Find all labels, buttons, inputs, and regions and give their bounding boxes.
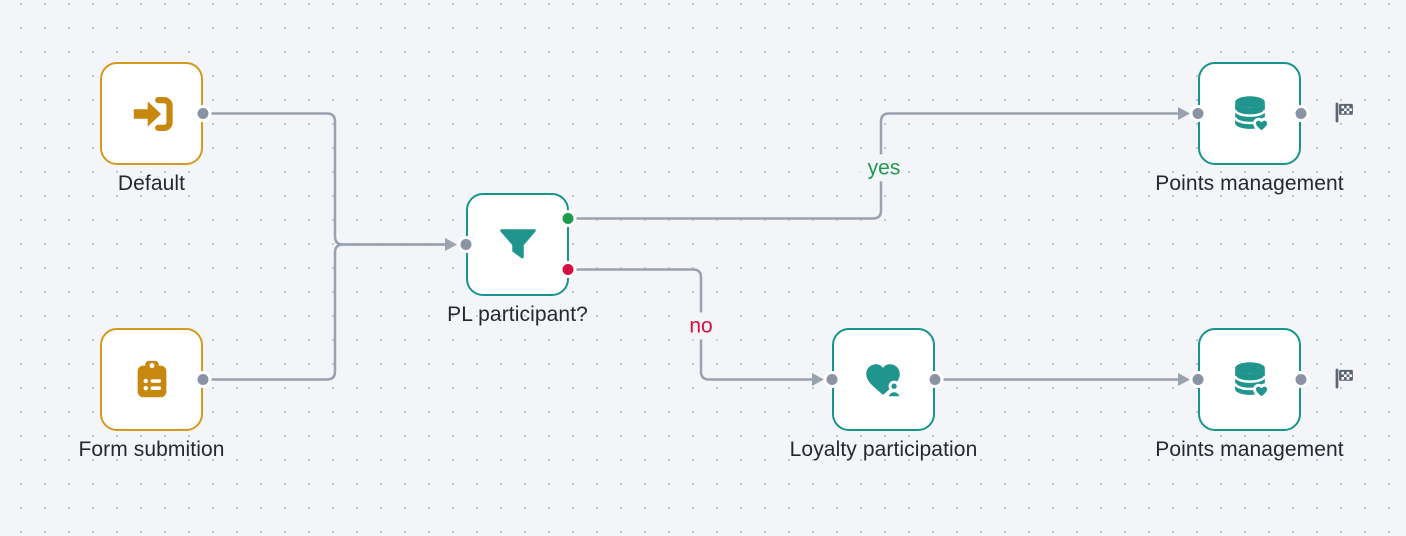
finish-flag-icon xyxy=(1335,102,1353,123)
arrowhead xyxy=(1178,107,1190,120)
filter-icon xyxy=(499,228,536,258)
arrowhead xyxy=(1178,373,1190,386)
node-form-submition[interactable]: Form submition xyxy=(78,328,224,461)
database-heart-icon xyxy=(1233,361,1270,400)
edge-form-submition-to-pl-participant[interactable] xyxy=(203,243,446,381)
node-label: Default xyxy=(117,172,186,195)
node-label: Loyalty participation xyxy=(789,438,978,461)
node-loyalty-participation[interactable]: Loyalty participation xyxy=(790,328,977,461)
edge-label-no: no xyxy=(682,312,720,340)
node-pl-participant[interactable]: PL participant? xyxy=(447,193,588,326)
arrowhead xyxy=(445,238,457,251)
login-icon xyxy=(133,96,173,131)
node-points-management-bottom[interactable]: Points management xyxy=(1155,328,1344,461)
node-points-management-top[interactable]: Points management xyxy=(1155,62,1344,195)
node-label: Points management xyxy=(1155,172,1344,195)
heart-person-icon xyxy=(865,363,902,399)
clipboard-list-icon xyxy=(137,360,166,397)
node-label: PL participant? xyxy=(447,303,588,326)
edge-default-to-pl-participant[interactable] xyxy=(203,112,446,246)
node-label: Points management xyxy=(1155,438,1344,461)
arrowhead xyxy=(812,373,824,386)
edge-label-yes: yes xyxy=(860,154,908,182)
database-heart-icon xyxy=(1233,95,1270,134)
finish-flag-icon xyxy=(1335,368,1353,389)
node-label: Form submition xyxy=(78,438,225,461)
node-default[interactable]: Default xyxy=(100,62,203,195)
